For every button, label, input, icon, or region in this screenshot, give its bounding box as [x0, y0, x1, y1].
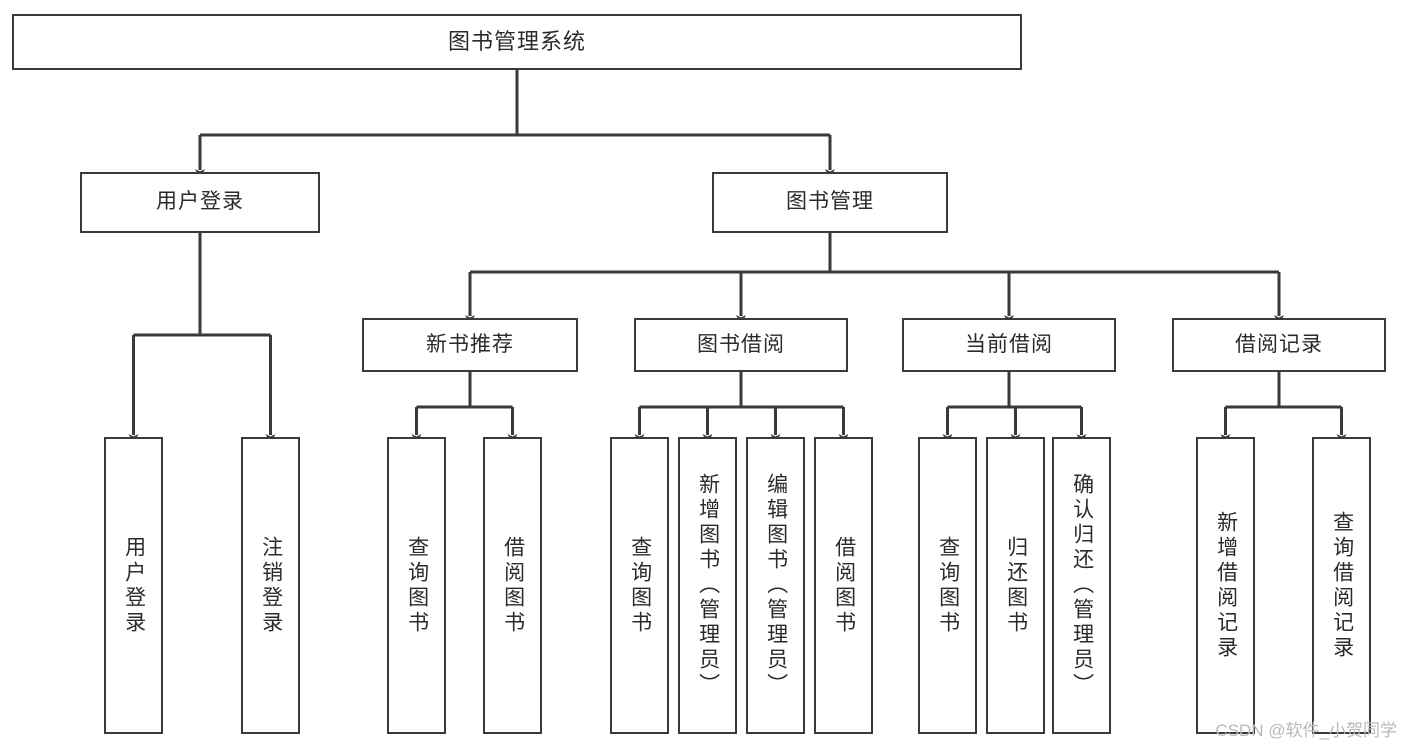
node-leaf-borrow-edit: 编辑图书（管理员）: [746, 437, 805, 734]
node-leaf-user-login: 用户登录: [104, 437, 163, 734]
node-label: 图书借阅: [697, 332, 785, 356]
node-label: 借阅记录: [1235, 332, 1323, 356]
node-leaf-borrow-query: 查询图书: [610, 437, 669, 734]
node-leaf-cur-confirm: 确认归还（管理员）: [1052, 437, 1111, 734]
node-leaf-rec-borrow: 借阅图书: [483, 437, 542, 734]
node-label: 注销登录: [259, 535, 283, 636]
node-label: 图书管理: [786, 190, 874, 214]
watermark-text: CSDN @软件_小贺同学: [1215, 721, 1397, 740]
connector-lines: [128, 70, 1347, 444]
node-label: 用户登录: [156, 190, 244, 214]
node-leaf-cur-return: 归还图书: [986, 437, 1045, 734]
node-new-book-rec: 新书推荐: [362, 318, 578, 372]
node-label: 编辑图书（管理员）: [764, 473, 788, 698]
node-label: 查询图书: [936, 535, 960, 636]
node-leaf-rec-query: 查询图书: [387, 437, 446, 734]
node-label: 借阅图书: [832, 535, 856, 636]
node-leaf-borrow-add: 新增图书（管理员）: [678, 437, 737, 734]
node-label: 用户登录: [122, 535, 146, 636]
node-label: 确认归还（管理员）: [1070, 473, 1094, 698]
node-leaf-rec-add: 新增借阅记录: [1196, 437, 1255, 734]
node-root: 图书管理系统: [12, 14, 1022, 70]
node-book-borrow: 图书借阅: [634, 318, 848, 372]
node-label: 新书推荐: [426, 332, 514, 356]
node-label: 当前借阅: [965, 332, 1053, 356]
node-leaf-cur-query: 查询图书: [918, 437, 977, 734]
node-label: 查询图书: [628, 535, 652, 636]
node-label: 新增借阅记录: [1214, 510, 1238, 661]
node-current-borrow: 当前借阅: [902, 318, 1116, 372]
node-label: 新增图书（管理员）: [696, 473, 720, 698]
node-user-login: 用户登录: [80, 172, 320, 233]
node-leaf-borrow-lend: 借阅图书: [814, 437, 873, 734]
node-label: 图书管理系统: [447, 29, 586, 55]
node-book-manage: 图书管理: [712, 172, 948, 233]
node-leaf-user-logout: 注销登录: [241, 437, 300, 734]
node-label: 归还图书: [1004, 535, 1028, 636]
node-label: 借阅图书: [501, 535, 525, 636]
node-leaf-rec-query2: 查询借阅记录: [1312, 437, 1371, 734]
node-label: 查询图书: [405, 535, 429, 636]
node-borrow-record: 借阅记录: [1172, 318, 1386, 372]
node-label: 查询借阅记录: [1330, 510, 1354, 661]
